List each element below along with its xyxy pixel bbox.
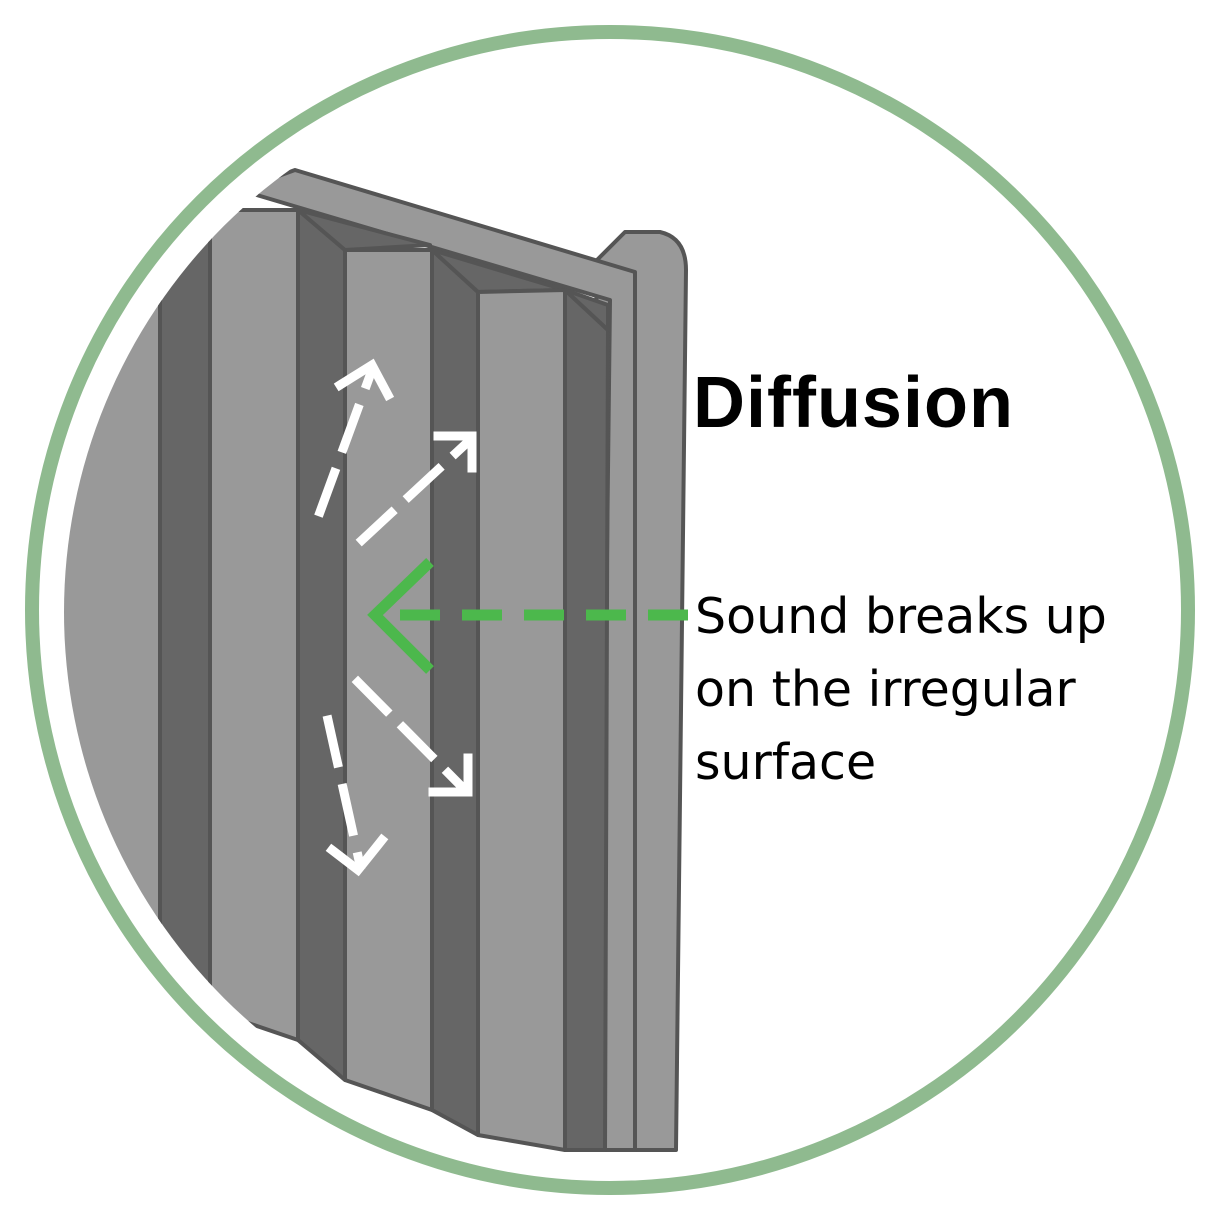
- caption-line: surface: [695, 734, 877, 791]
- caption: Sound breaks up on the irregular surface: [695, 580, 1107, 799]
- title: Diffusion: [693, 363, 1014, 443]
- green-ring: [25, 25, 1195, 1195]
- caption-line: on the irregular: [695, 661, 1076, 718]
- diffuser-panel: [64, 168, 688, 1158]
- incoming-sound-arrow: [367, 558, 688, 674]
- reflected-sound-arrows: [314, 358, 477, 877]
- caption-line: Sound breaks up: [695, 588, 1107, 645]
